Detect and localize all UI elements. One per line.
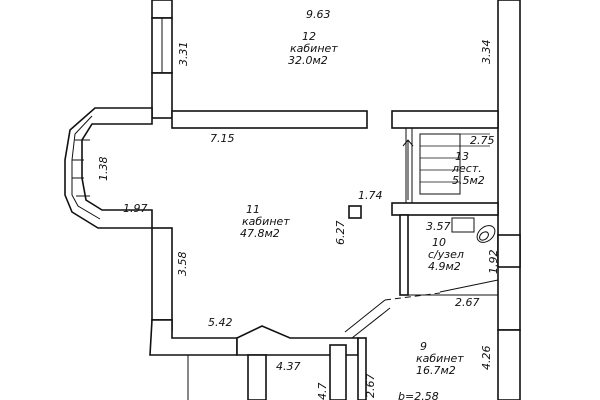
bay-window <box>64 107 153 229</box>
dimension-label: 2.67 <box>455 296 480 309</box>
dimension-label: 9.63 <box>306 8 331 21</box>
partition-wall <box>171 110 368 129</box>
room-area: 4.9м2 <box>428 260 461 273</box>
dimension-label: 1.97 <box>123 202 148 215</box>
dimension-label: 3.58 <box>176 252 189 277</box>
room-12-label: 12 кабинет 32.0м2 <box>288 30 338 67</box>
dimension-label: 4.26 <box>480 346 493 371</box>
wc-wall <box>399 214 409 296</box>
wall-segment <box>497 234 521 268</box>
room-number: 11 <box>246 203 260 216</box>
room-area: 16.7м2 <box>416 364 456 377</box>
partition-wall-right <box>391 110 499 129</box>
room-name: с/узел <box>428 248 464 261</box>
dimension-label: 2.75 <box>470 134 495 147</box>
toilet-icon <box>476 225 496 243</box>
dimension-label: 5.42 <box>208 316 233 329</box>
dimension-labels: 9.63 3.31 3.34 7.15 2.75 1.38 1.97 1.74 … <box>97 8 500 400</box>
walls <box>64 0 521 400</box>
room-11-label: 11 кабинет 47.8м2 <box>240 203 290 240</box>
dimension-label: 3.57 <box>426 220 451 233</box>
exterior-wall-right <box>497 0 521 331</box>
room-13-label: 13 лест. 5.5м2 <box>451 150 485 187</box>
stair-treads <box>402 133 490 200</box>
exterior-wall-left <box>151 227 173 321</box>
room-9-label: 9 кабинет 16.7м2 <box>416 340 464 377</box>
dimension-label: 2.67 <box>364 374 377 399</box>
dimension-label: 4.7 <box>316 383 329 400</box>
dimension-label: 1.92 <box>487 250 500 275</box>
dimension-label: b=2.58 <box>398 390 439 400</box>
dimension-label: 3.31 <box>177 42 190 67</box>
room-name: кабинет <box>242 215 290 228</box>
dimension-label: 4.37 <box>276 360 301 373</box>
dimension-label: 7.15 <box>210 132 235 145</box>
dimension-label: 1.74 <box>358 189 383 202</box>
room-9-wall <box>357 337 367 400</box>
door-swing <box>384 292 441 301</box>
dimension-label: 3.34 <box>480 40 493 65</box>
room-name: лест. <box>451 162 482 175</box>
room-10-label: 10 с/узел 4.9м2 <box>428 236 464 273</box>
wall-segment <box>151 0 173 19</box>
room-area: 47.8м2 <box>240 227 280 240</box>
dimension-label: 6.27 <box>334 221 347 246</box>
room-area: 32.0м2 <box>288 54 328 67</box>
stair-bottom-wall <box>391 202 499 216</box>
room-name: кабинет <box>290 42 338 55</box>
dimension-label: 1.38 <box>97 157 110 182</box>
column <box>348 205 362 219</box>
room-number: 13 <box>455 150 469 163</box>
room-number: 12 <box>302 30 316 43</box>
wall-segment <box>247 354 267 400</box>
room-number: 9 <box>420 340 427 353</box>
wall-segment <box>151 72 173 119</box>
exterior-wall-right-lower <box>497 329 521 400</box>
room-number: 10 <box>432 236 446 249</box>
room-name: кабинет <box>416 352 464 365</box>
wall-segment <box>329 344 347 400</box>
room-area: 5.5м2 <box>452 174 485 187</box>
